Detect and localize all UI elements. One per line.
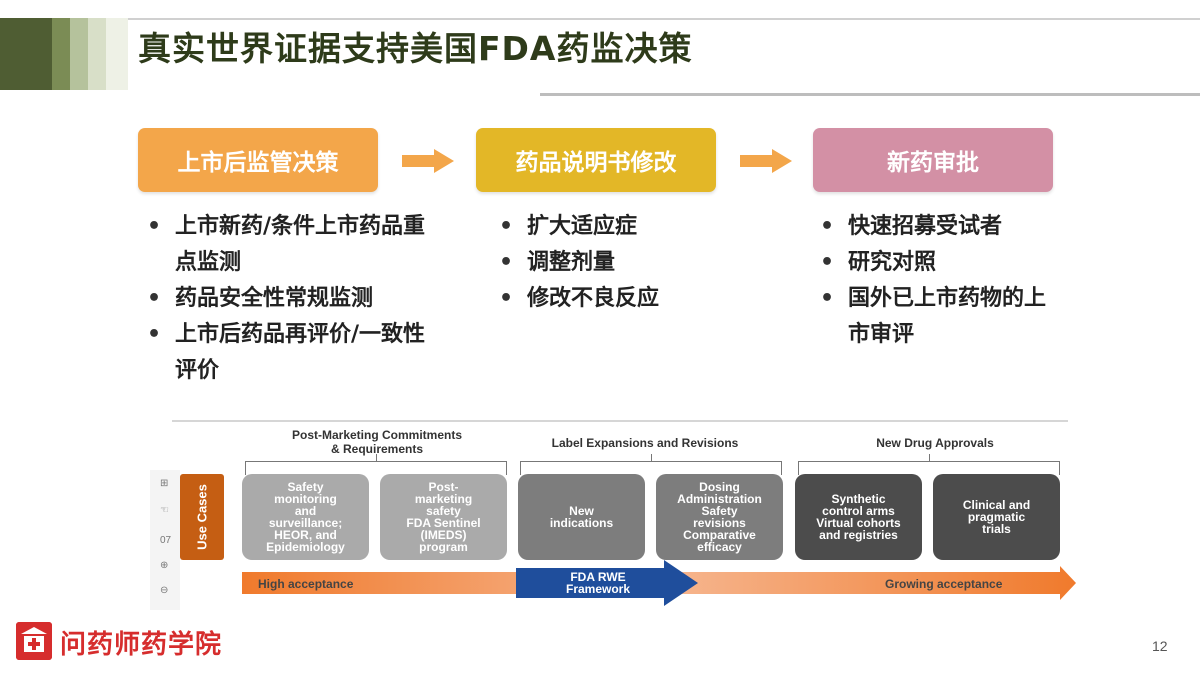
fda-rwe-framework-arrow	[516, 560, 698, 606]
page-number-tool: 07	[160, 535, 172, 546]
page-number: 12	[1152, 638, 1168, 654]
slide-title: 真实世界证据支持美国FDA药监决策	[138, 29, 693, 68]
org-name: 问药师药学院	[60, 630, 223, 660]
category-post-market-decision: 上市后监管决策	[138, 128, 378, 192]
header-color-blocks	[0, 18, 132, 90]
grid-icon: ⊞	[160, 478, 169, 489]
growing-acceptance-label: Growing acceptance	[885, 577, 1003, 591]
arrow-right-icon	[740, 149, 792, 173]
header-bottom-rule	[540, 93, 1200, 96]
group-bracket	[798, 454, 1060, 475]
fda-rwe-framework-label: FDA RWE Framework	[565, 570, 631, 596]
high-acceptance-label: High acceptance	[258, 577, 354, 591]
bullet-list-new-drug: 快速招募受试者 研究对照 国外已上市药物的上市审评	[820, 209, 1060, 353]
list-item: 药品安全性常规监测	[147, 281, 437, 317]
group-bracket	[245, 454, 507, 475]
list-item: 扩大适应症	[499, 209, 739, 245]
viewer-tool-strip	[150, 470, 180, 610]
use-case-synthetic-control: Synthetic control arms Virtual cohorts a…	[795, 474, 922, 560]
bullet-list-post-market: 上市新药/条件上市药品重点监测 药品安全性常规监测 上市后药品再评价/一致性评价	[147, 209, 437, 389]
group-title-label-expansions: Label Expansions and Revisions	[551, 436, 739, 450]
group-title-post-marketing: Post-Marketing Commitments & Requirement…	[291, 428, 463, 456]
use-case-new-indications: New indications	[518, 474, 645, 560]
list-item: 研究对照	[820, 245, 1060, 281]
use-case-dosing: Dosing Administration Safety revisions C…	[656, 474, 783, 560]
list-item: 修改不良反应	[499, 281, 739, 317]
use-case-safety-monitoring: Safety monitoring and surveillance; HEOR…	[242, 474, 369, 560]
hand-icon: ☜	[160, 505, 169, 516]
zoom-in-icon: ⊕	[160, 560, 169, 571]
list-item: 上市新药/条件上市药品重点监测	[147, 209, 437, 281]
use-cases-label: Use Cases	[180, 474, 224, 560]
list-item: 快速招募受试者	[820, 209, 1060, 245]
list-item: 调整剂量	[499, 245, 739, 281]
school-logo-icon	[16, 622, 52, 660]
zoom-out-icon: ⊖	[160, 585, 169, 596]
list-item: 上市后药品再评价/一致性评价	[147, 317, 437, 389]
category-new-drug-approval: 新药审批	[813, 128, 1053, 192]
bullet-list-label-revision: 扩大适应症 调整剂量 修改不良反应	[499, 209, 739, 317]
use-case-sentinel: Post- marketing safety FDA Sentinel (IME…	[380, 474, 507, 560]
group-title-new-drug-approvals: New Drug Approvals	[876, 436, 994, 450]
figure-top-rule	[172, 420, 1068, 422]
list-item: 国外已上市药物的上市审评	[820, 281, 1060, 353]
arrow-right-icon	[402, 149, 454, 173]
category-label-revision: 药品说明书修改	[476, 128, 716, 192]
use-case-clinical-trials: Clinical and pragmatic trials	[933, 474, 1060, 560]
group-bracket	[520, 454, 782, 475]
acceptance-band	[242, 560, 1076, 606]
header-top-rule	[128, 18, 1200, 20]
